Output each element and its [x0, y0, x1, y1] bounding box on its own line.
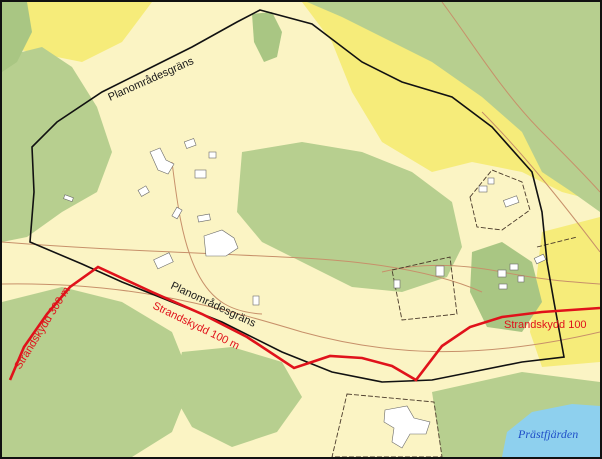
- building-east-1: [478, 185, 488, 193]
- building-south-2: [252, 295, 260, 306]
- road-network: [2, 2, 600, 353]
- building-mid-6: [517, 275, 525, 283]
- forest-hill-top: [252, 12, 282, 62]
- building-south-1: [153, 252, 174, 270]
- parcel-middle-right: [391, 256, 458, 321]
- road-east-diag-2: [441, 2, 600, 193]
- forest-bottom-left: [2, 287, 192, 457]
- building-mid-2: [393, 279, 401, 289]
- building-mid-3: [497, 269, 507, 278]
- parcel-east-upper: [469, 169, 531, 231]
- building-north-2: [208, 151, 217, 159]
- road-upper: [2, 241, 483, 293]
- building-north-3: [194, 169, 207, 179]
- buildings: [63, 138, 547, 449]
- plan-area-boundary: [29, 9, 565, 383]
- building-north-1: [183, 138, 197, 149]
- forest-bottom-center: [172, 347, 302, 447]
- building-east-2: [503, 195, 520, 208]
- road-inner: [171, 161, 263, 315]
- label-water-prastfjarden: Prästfjärden: [517, 427, 578, 441]
- forest-upper-left: [2, 2, 32, 72]
- building-west-small: [63, 194, 74, 202]
- label-shore-100-right: Strandskydd 100: [504, 319, 587, 331]
- water-prastfjarden: [502, 404, 600, 457]
- building-mid-1: [435, 265, 445, 277]
- yellow-area-left: [2, 2, 152, 62]
- road-main-south: [2, 283, 600, 353]
- forest-center: [237, 142, 462, 292]
- building-main: [203, 229, 239, 257]
- building-mid-5: [533, 253, 547, 265]
- building-north-4: [137, 185, 150, 197]
- parcel-bottom: [331, 393, 443, 457]
- building-mid-7: [498, 283, 508, 290]
- building-north-5: [171, 206, 183, 220]
- building-east-3: [487, 177, 495, 185]
- property-boundaries: [331, 169, 578, 457]
- forest-top-right: [307, 2, 600, 212]
- building-south-cluster: [383, 405, 431, 449]
- forest-left: [2, 47, 112, 242]
- shore-protection-line: [8, 265, 600, 382]
- yellow-area-right: [530, 217, 600, 367]
- road-east-diag: [481, 111, 600, 253]
- building-north-6: [197, 213, 211, 223]
- building-mid-4: [509, 263, 519, 271]
- building-cluster-north: [149, 147, 175, 175]
